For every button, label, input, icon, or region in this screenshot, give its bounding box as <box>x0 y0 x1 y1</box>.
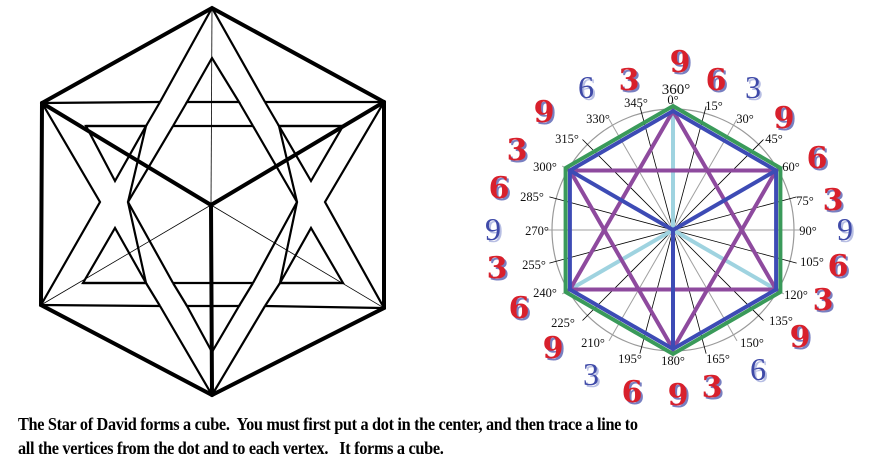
digit-shadow: 9 <box>672 47 693 82</box>
digit-9-blue: 9 <box>485 211 501 247</box>
degree-label-135: 135° <box>769 314 793 328</box>
digit-shadow: 9 <box>839 213 855 249</box>
green-hexagon <box>563 103 783 357</box>
caption-line-1: The Star of David forms a cube. You must… <box>18 414 638 434</box>
digit-shadow: 6 <box>809 143 830 178</box>
digit-3-red: 3 <box>823 183 844 218</box>
degree-label-195: 195° <box>618 352 642 366</box>
degree-label-150: 150° <box>740 336 764 350</box>
degree-label-30: 30° <box>736 112 754 126</box>
digit-shadow: 6 <box>624 377 645 410</box>
degree-label-60: 60° <box>782 160 800 174</box>
digit-9-red: 9 <box>543 331 564 366</box>
degree-label-285: 285° <box>520 190 544 204</box>
digit-shadow: 6 <box>830 251 851 286</box>
digit-shadow: 6 <box>752 353 768 389</box>
digit-3-red: 3 <box>507 133 528 168</box>
digit-shadow: 3 <box>489 253 510 288</box>
digit-6-blue: 6 <box>750 351 766 387</box>
caption-line-2: all the vertices from the dot and to eac… <box>18 438 444 458</box>
degree-label-105: 105° <box>800 255 824 269</box>
degree-label-75: 75° <box>796 194 814 208</box>
digit-9-red: 9 <box>790 320 811 355</box>
digit-shadow: 3 <box>585 358 601 394</box>
digit-shadow: 3 <box>621 65 642 100</box>
star-of-david-cube-figure <box>38 5 386 398</box>
digit-shadow: 9 <box>776 103 797 138</box>
degree-label-165: 165° <box>706 352 730 366</box>
degree-label-180: 180° <box>661 354 685 368</box>
digit-9-red: 9 <box>534 95 555 130</box>
digit-6-red: 6 <box>706 63 727 98</box>
digit-3-red: 3 <box>813 283 834 318</box>
digit-shadow: 9 <box>792 322 813 357</box>
digit-shadow: 9 <box>670 380 691 410</box>
digit-shadow: 9 <box>545 333 566 368</box>
degree-label-315: 315° <box>555 132 579 146</box>
degree-wheel-figure: 0° 15° 30° 45° 60° 75° 90° 105° 120° 135° 150° 165°… <box>485 45 855 410</box>
digit-shadow: 6 <box>708 65 729 100</box>
digit-3-blue: 3 <box>583 356 599 392</box>
digit-9-red: 9 <box>774 101 795 136</box>
digit-shadow: 3 <box>509 135 530 170</box>
digit-shadow: 3 <box>825 185 846 220</box>
degree-label-210: 210° <box>581 336 605 350</box>
digit-6-red: 6 <box>828 249 849 284</box>
blue-spoke <box>568 168 675 232</box>
digit-shadow: 9 <box>536 97 557 132</box>
digit-shadow: 6 <box>580 71 596 107</box>
blue-spoke <box>671 168 778 232</box>
digit-9-blue: 9 <box>837 211 853 247</box>
degree-label-255: 255° <box>522 258 546 272</box>
digit-shadow: 3 <box>815 285 836 320</box>
digit-6-blue: 6 <box>578 69 594 105</box>
digit-shadow: 3 <box>704 372 725 407</box>
digit-3-red: 3 <box>702 370 723 405</box>
digit-3-blue: 3 <box>745 69 761 105</box>
thin-center-lines <box>40 7 385 309</box>
degree-label-225: 225° <box>551 316 575 330</box>
cube-edges <box>40 100 386 397</box>
degree-label-345: 345° <box>624 96 648 110</box>
digit-6-red: 6 <box>622 375 643 410</box>
hexagon-and-star <box>563 103 783 357</box>
digit-3-red: 3 <box>487 251 508 286</box>
digit-shadow: 3 <box>747 71 763 107</box>
digit-9-red: 9 <box>670 45 691 80</box>
digit-shadow: 9 <box>487 213 503 249</box>
degree-label-45: 45° <box>765 132 783 146</box>
degree-label-360: 360° <box>662 82 691 98</box>
digit-6-red: 6 <box>489 171 510 206</box>
digit-9-red: 9 <box>668 378 689 410</box>
star-triangle-down <box>566 168 780 353</box>
degree-label-240: 240° <box>533 286 557 300</box>
digit-6-red: 6 <box>509 291 530 326</box>
digit-shadow: 6 <box>491 173 512 208</box>
degree-label-270: 270° <box>525 224 549 238</box>
digit-3-red: 3 <box>619 63 640 98</box>
degree-label-15: 15° <box>705 99 723 113</box>
caption: The Star of David forms a cube. You must… <box>18 412 818 460</box>
digit-shadow: 6 <box>511 293 532 328</box>
degree-label-300: 300° <box>533 160 557 174</box>
degree-label-120: 120° <box>784 288 808 302</box>
degree-label-0: 0° <box>667 93 678 107</box>
degree-labels: 0° 15° 30° 45° 60° 75° 90° 105° 120° 135° 150° 165°… <box>520 82 824 368</box>
degree-label-90: 90° <box>799 224 817 238</box>
digit-6-red: 6 <box>807 141 828 176</box>
degree-label-330: 330° <box>586 112 610 126</box>
